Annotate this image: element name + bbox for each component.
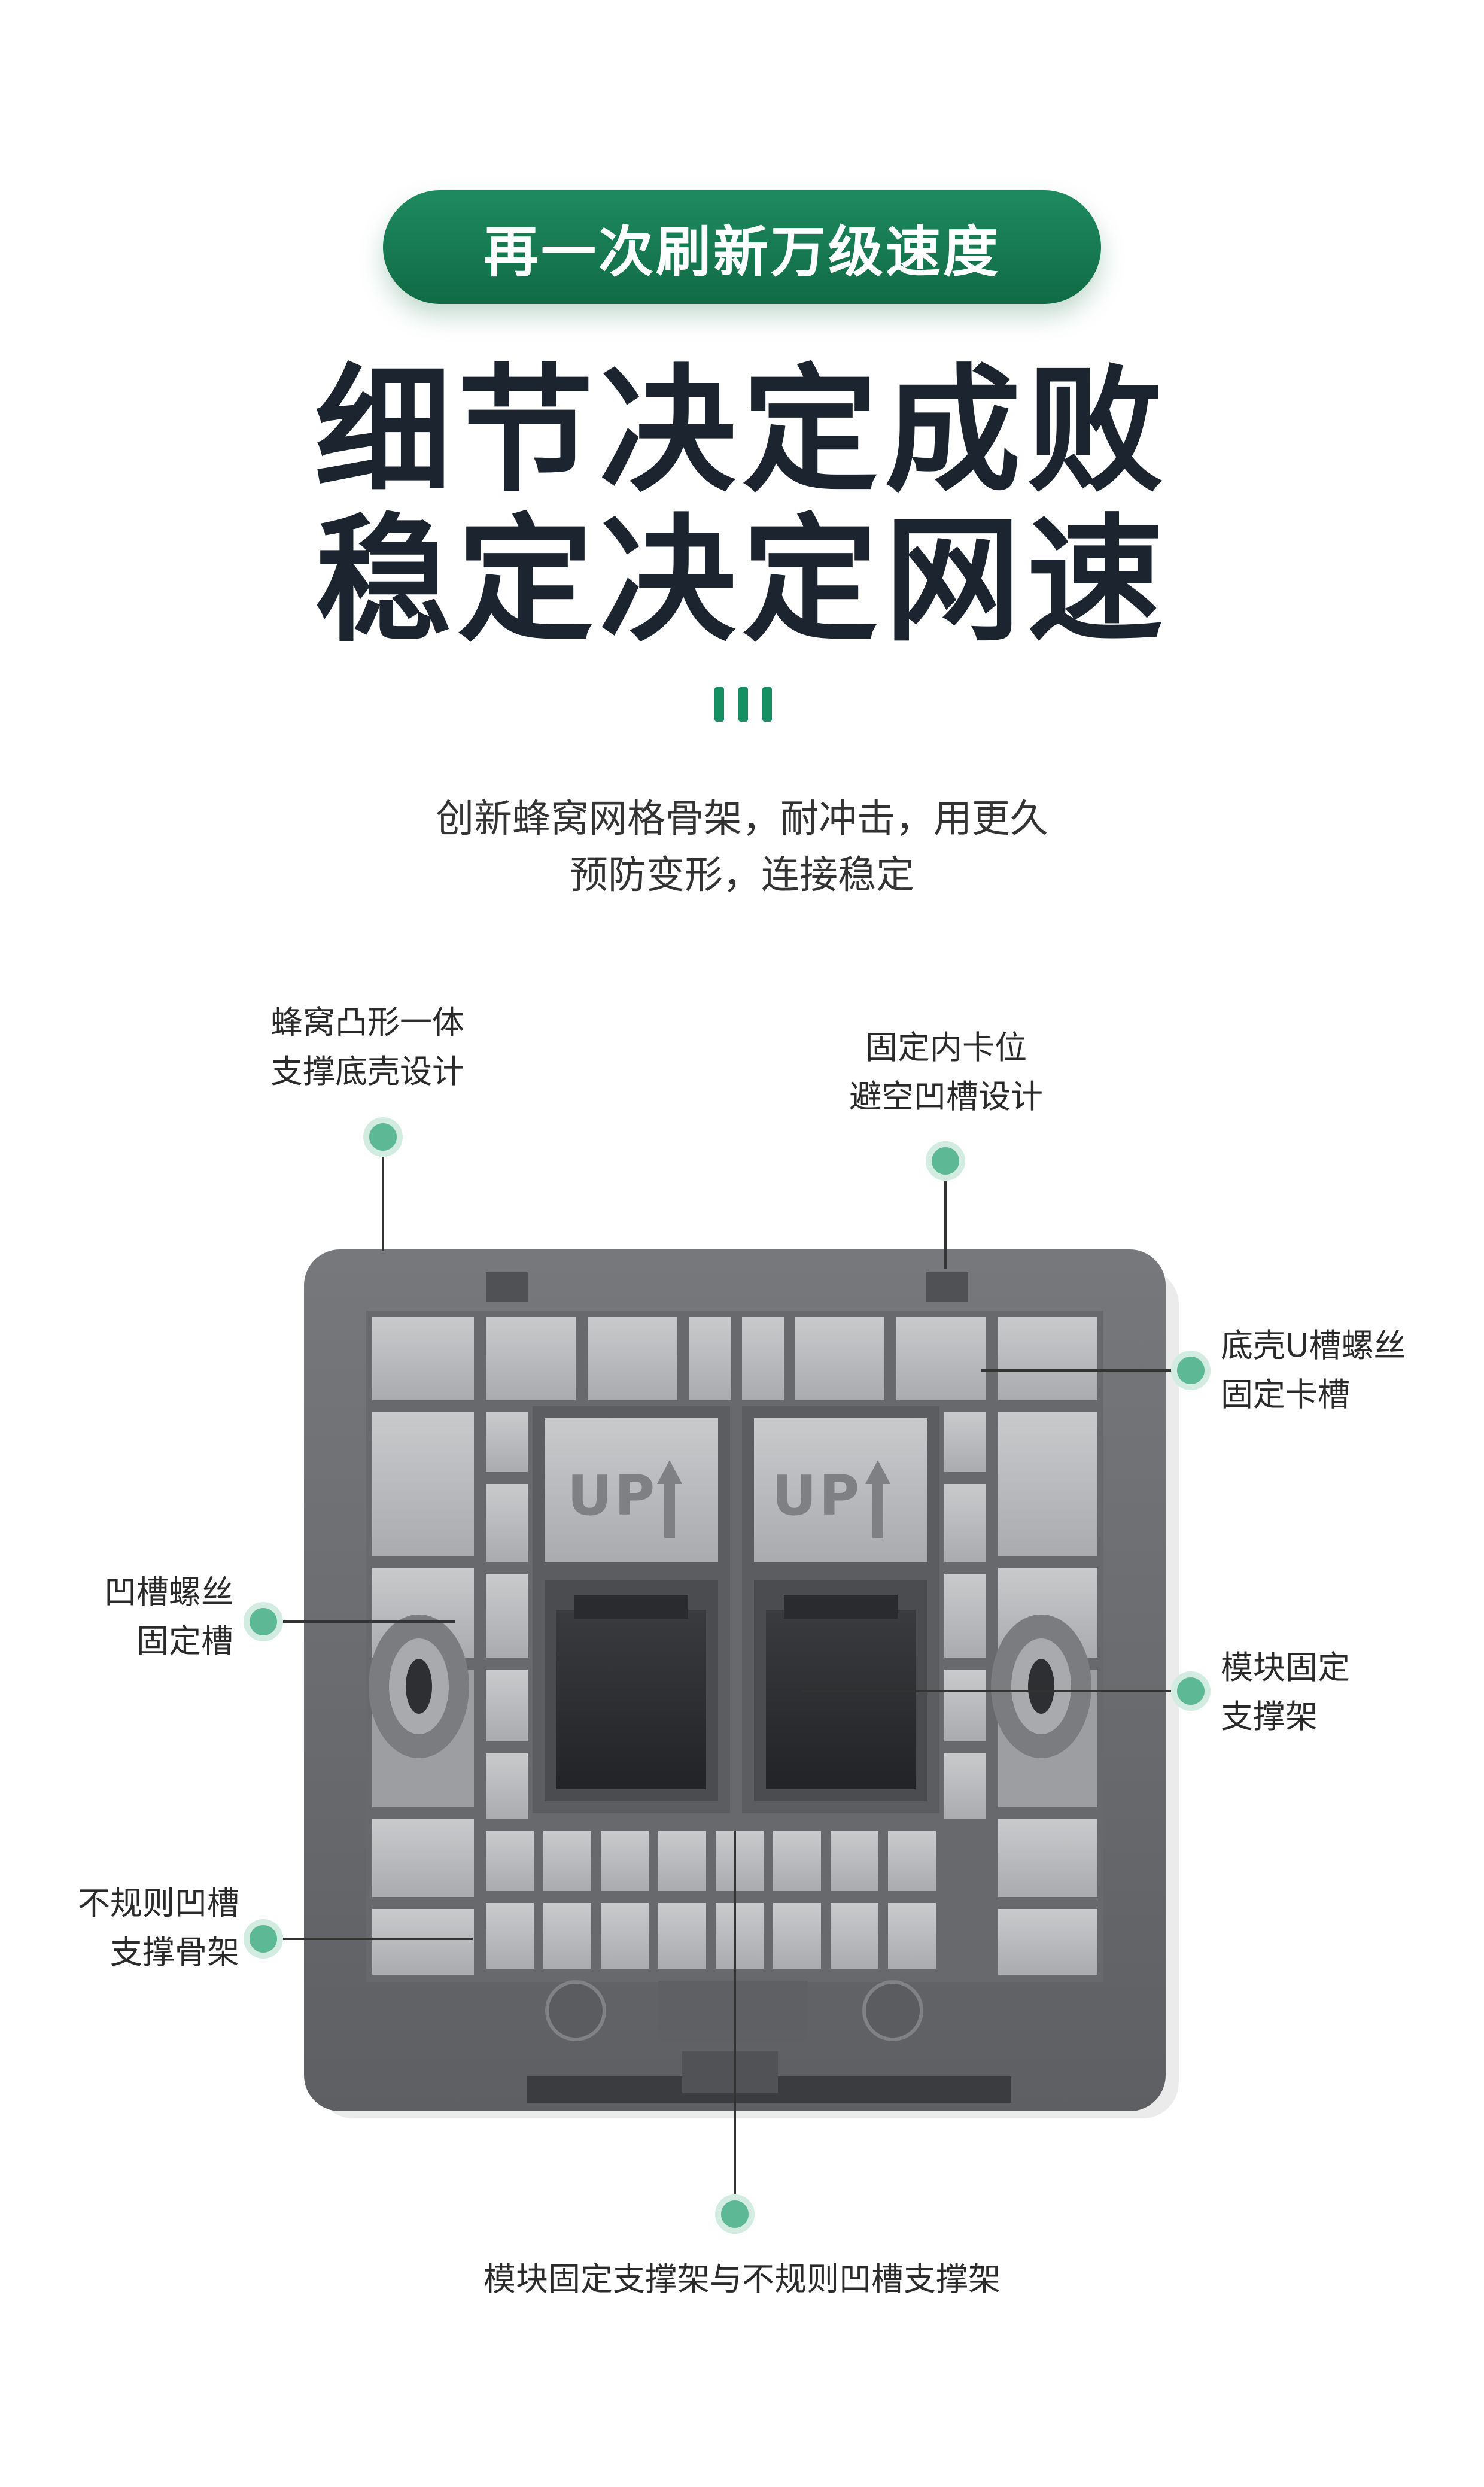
callout-dot-bottom [715,2194,755,2234]
callout-dot-left-middle [244,1602,283,1641]
callout-left-lower: 不规则凹槽 支撑骨架 [78,1884,239,1971]
screw-slot-left [369,1615,469,1758]
headline-line-2: 稳定决定网速 [315,501,1169,660]
promo-pill-text: 再一次刷新万级速度 [483,220,1001,284]
callout-dot-left-lower [244,1919,283,1959]
module-up-label-right: UP [772,1464,862,1528]
callout-bottom: 模块固定支撑架与不规则凹槽支撑架 [483,2260,1001,2298]
honeycomb-grid-top [372,1317,1097,1400]
promo-pill: 再一次刷新万级速度 [383,190,1101,304]
honeycomb-grid-bottom [486,1831,936,1969]
up-arrow-icon [657,1460,890,1538]
screw-slot-right [991,1615,1091,1758]
callout-dot-top-right [926,1141,965,1181]
subtitle-line-1: 创新蜂窝网格骨架，耐冲击，用更久 [436,797,1048,841]
callout-top-right: 固定内卡位 避空凹槽设计 [849,1029,1043,1115]
module-left [533,1406,730,1813]
module-up-label-left: UP [567,1464,658,1528]
callout-right-upper: 底壳U槽螺丝 固定卡槽 [1221,1327,1406,1413]
subtitle-line-2: 预防变形，连接稳定 [570,853,914,898]
side-cells [372,1412,1097,1975]
accent-bars-icon [714,687,772,722]
callout-right-middle: 模块固定 支撑架 [1221,1649,1350,1735]
bottom-screw-right [862,1980,923,2041]
headline-line-1: 细节决定成败 [315,351,1169,510]
callout-top-left: 蜂窝凸形一体 支撑底壳设计 [270,1004,464,1090]
bottom-screw-left [545,1980,606,2041]
callout-left-middle: 凹槽螺丝 固定槽 [104,1573,233,1660]
callout-dot-top-left [363,1117,403,1157]
callout-dot-right-upper [1171,1351,1211,1390]
callout-dot-right-middle [1171,1671,1211,1711]
